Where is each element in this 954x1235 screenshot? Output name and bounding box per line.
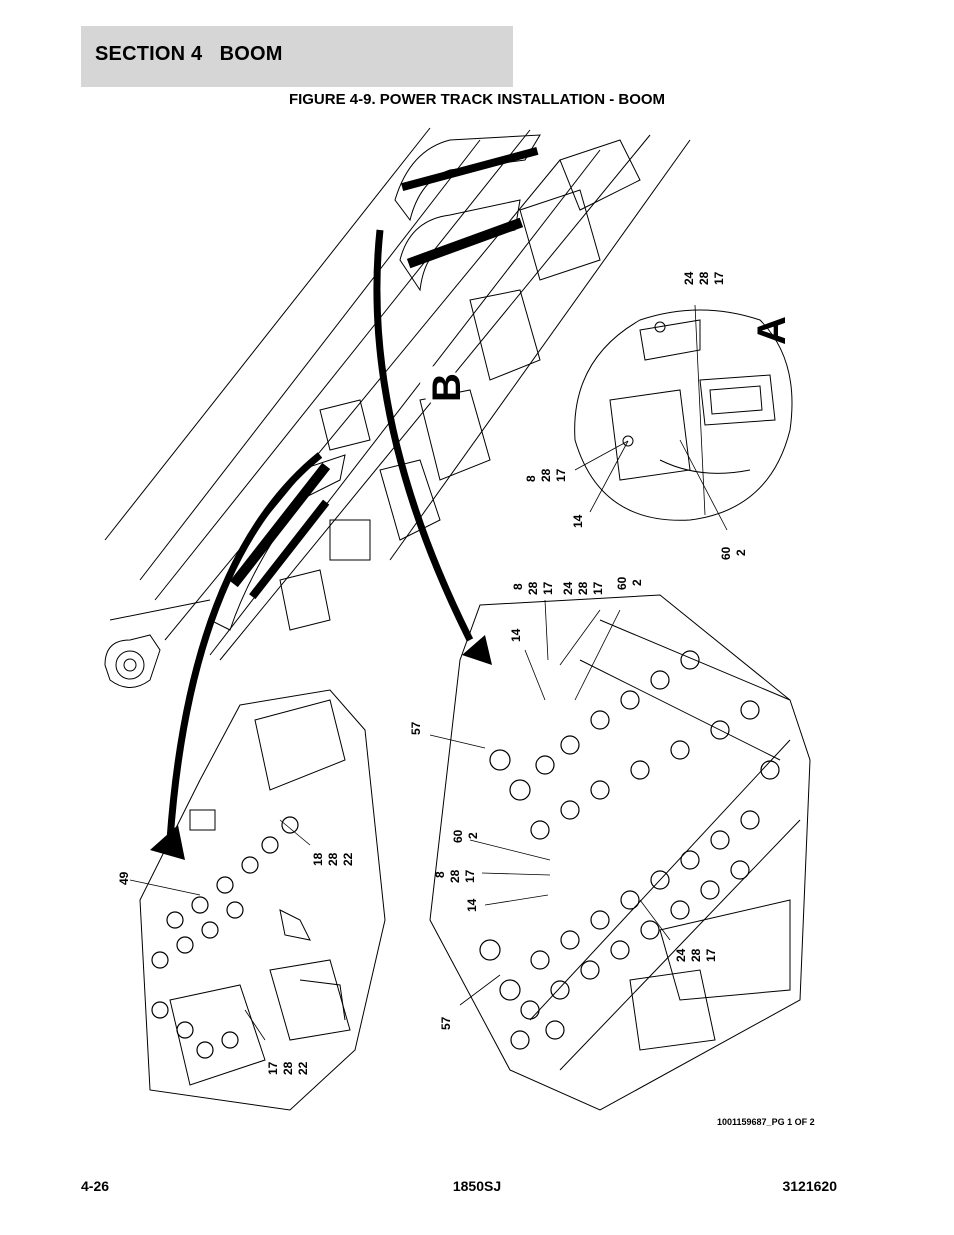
callout-b-top-60: 60 [615,576,629,590]
callout-b-top-28b: 28 [576,581,590,595]
callout-a-28: 28 [697,271,711,285]
drawing-id: 1001159687_PG 1 OF 2 [717,1117,815,1127]
callout-b-top-2: 2 [630,579,644,586]
callout-b-57-top: 57 [409,721,423,735]
callout-b-8-mid: 8 [433,871,447,878]
callout-b-28-bottom: 28 [689,948,703,962]
footer-manual-number: 3121620 [782,1178,837,1194]
callout-b-17-bottom: 17 [704,948,718,962]
callout-a-24: 24 [682,271,696,285]
callout-b-24-bottom: 24 [674,948,688,962]
callout-c-49: 49 [117,871,131,885]
figure-title: FIGURE 4-9. POWER TRACK INSTALLATION - B… [288,91,666,108]
callout-b-top-17: 17 [541,581,555,595]
section-title: SECTION 4 BOOM [95,43,283,65]
detail-a-letter: A [750,316,794,345]
callout-b-top-28: 28 [526,581,540,595]
callout-a-14: 14 [571,514,585,528]
callout-b-2-mid: 2 [466,832,480,839]
callout-b-57-bottom: 57 [439,1016,453,1030]
footer-page-number: 4-26 [81,1178,110,1194]
callout-b-top-17b: 17 [591,581,605,595]
footer-model: 1850SJ [452,1178,502,1194]
callouts: 24 28 17 8 28 17 14 60 2 8 28 17 24 28 1… [117,271,748,1075]
callout-b-14-mid: 14 [465,898,479,912]
callout-c-28b: 28 [281,1061,295,1075]
callout-a-28b: 28 [539,468,553,482]
callout-a-17b: 17 [554,468,568,482]
callout-c-18: 18 [311,852,325,866]
callout-c-22: 22 [341,852,355,866]
callout-c-22b: 22 [296,1061,310,1075]
callout-a-2: 2 [734,549,748,556]
callout-a-17: 17 [712,271,726,285]
callout-b-14-top: 14 [509,628,523,642]
callout-c-28: 28 [326,852,340,866]
callout-b-60-mid: 60 [451,829,465,843]
callout-b-top-24: 24 [561,581,575,595]
callout-b-top-8: 8 [511,583,525,590]
callout-a-8: 8 [524,475,538,482]
section-header-bar: SECTION 4 BOOM [81,26,513,87]
detail-b-letter: B [425,373,469,402]
callout-c-17: 17 [266,1061,280,1075]
callout-b-28-mid: 28 [448,869,462,883]
callout-a-60: 60 [719,546,733,560]
callout-b-17-mid: 17 [463,869,477,883]
